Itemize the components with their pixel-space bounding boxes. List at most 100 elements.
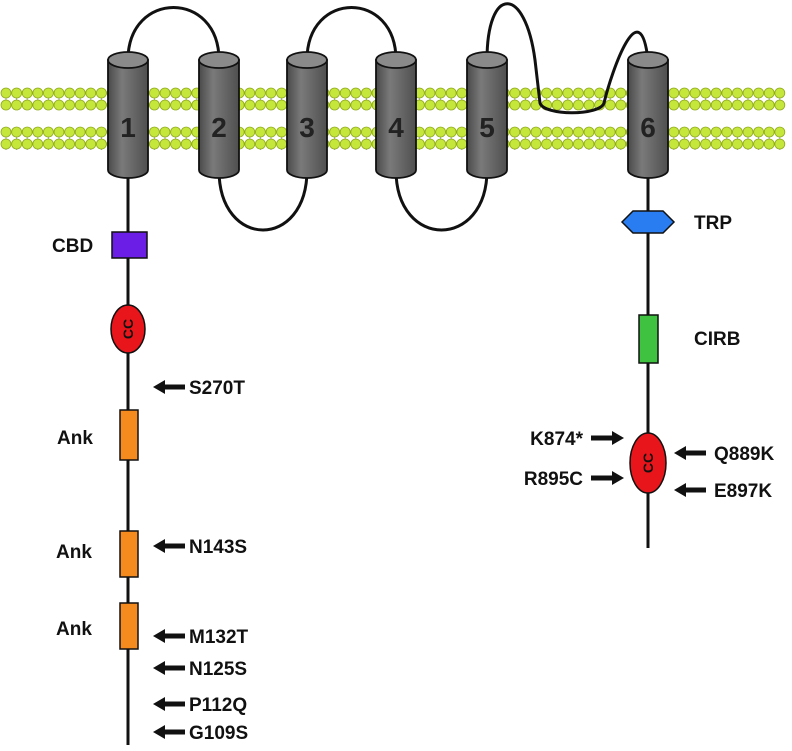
helix-cap xyxy=(627,51,669,69)
lipid-head xyxy=(700,126,711,138)
lipid-head xyxy=(551,138,563,150)
lipid-head xyxy=(148,99,160,111)
lipid-head xyxy=(53,99,65,111)
lipid-head xyxy=(710,138,722,150)
helix-cap xyxy=(198,51,240,69)
lipid-head xyxy=(424,138,436,150)
lipid-head xyxy=(276,126,288,138)
lipid-head xyxy=(21,138,33,150)
helix-body xyxy=(466,59,508,179)
lipid-head xyxy=(689,87,701,99)
lipid-head xyxy=(541,138,552,150)
helix-number-label: 3 xyxy=(299,112,315,143)
ank-3-label: Ank xyxy=(56,619,92,640)
lipid-head xyxy=(721,126,733,138)
mutation-label: S270T xyxy=(189,378,245,399)
lipid-head xyxy=(763,87,775,99)
lipid-head xyxy=(0,87,12,99)
lipid-head xyxy=(763,99,775,111)
lipid-head xyxy=(85,126,97,138)
lipid-head xyxy=(753,87,764,99)
lipid-head xyxy=(530,126,542,138)
mutation-label: Q889K xyxy=(714,444,774,465)
mutation-label: N125S xyxy=(189,659,247,680)
lipid-head xyxy=(244,126,256,138)
mutation-label: K874* xyxy=(530,429,583,450)
mutation-arrow-head xyxy=(153,539,165,553)
lipid-head xyxy=(456,126,468,138)
lipid-head xyxy=(170,87,182,99)
lipid-head xyxy=(21,87,33,99)
lipid-head xyxy=(520,126,531,138)
cc-c-label: CC xyxy=(640,453,656,473)
lipid-head xyxy=(339,99,351,111)
lipid-head xyxy=(159,126,171,138)
lipid-head xyxy=(604,138,616,150)
lipid-head xyxy=(424,87,436,99)
lipid-head xyxy=(170,99,182,111)
lipid-head xyxy=(148,87,160,99)
lipid-head xyxy=(774,138,786,150)
lipid-head xyxy=(689,99,701,111)
helix-3: 3 xyxy=(286,51,328,179)
lipid-head xyxy=(551,126,563,138)
mutation-arrow-head xyxy=(153,629,165,643)
helix-number-label: 2 xyxy=(211,112,227,143)
helix-5: 5 xyxy=(466,51,508,179)
lipid-head xyxy=(11,87,23,99)
lipid-head xyxy=(700,87,711,99)
mutation-label: G109S xyxy=(189,723,248,744)
lipid-head xyxy=(520,99,531,111)
lipid-head xyxy=(43,87,54,99)
mutation-label: N143S xyxy=(189,537,247,558)
lipid-head xyxy=(32,99,44,111)
helix-number-label: 1 xyxy=(120,112,136,143)
lipid-head xyxy=(679,87,690,99)
lipid-head xyxy=(710,87,722,99)
lipid-head xyxy=(583,99,595,111)
helix-2: 2 xyxy=(198,51,240,179)
cc-domain-n-terminal xyxy=(110,304,146,354)
lipid-head xyxy=(74,126,86,138)
mutation-arrow-head xyxy=(153,697,165,711)
lipid-head xyxy=(96,87,107,99)
lipid-head xyxy=(180,138,192,150)
lipid-head xyxy=(435,126,447,138)
cbd-domain-box xyxy=(111,231,148,259)
lipid-head xyxy=(265,99,277,111)
lipid-head xyxy=(742,99,754,111)
lipid-head xyxy=(32,126,44,138)
helix-6: 6 xyxy=(627,51,669,179)
lipid-head xyxy=(774,126,786,138)
lipid-head xyxy=(360,99,372,111)
mutation-arrow-head xyxy=(674,446,686,460)
lipid-head xyxy=(424,126,436,138)
lipid-head xyxy=(445,99,457,111)
lipid-head xyxy=(710,99,722,111)
lipid-head xyxy=(573,138,584,150)
lipid-head xyxy=(562,87,574,99)
lipid-head xyxy=(148,138,160,150)
lipid-head xyxy=(360,126,372,138)
mutation-arrow-head xyxy=(612,471,624,485)
helix-body xyxy=(375,59,417,179)
lipid-head xyxy=(244,99,256,111)
mutation-arrow-head xyxy=(153,380,165,394)
lipid-head xyxy=(180,126,192,138)
lipid-head xyxy=(43,126,54,138)
lipid-head xyxy=(53,87,65,99)
lipid-head xyxy=(21,126,33,138)
lipid-head xyxy=(445,138,457,150)
lipid-head xyxy=(509,126,521,138)
helix-cap xyxy=(286,51,328,69)
lipid-head xyxy=(64,126,75,138)
lipid-head xyxy=(509,87,521,99)
lipid-head xyxy=(180,99,192,111)
lipid-head xyxy=(170,126,182,138)
lipid-head xyxy=(520,138,531,150)
lipid-head xyxy=(74,138,86,150)
lipid-head xyxy=(551,99,563,111)
lipid-head xyxy=(11,138,23,150)
lipid-head xyxy=(0,99,12,111)
lipid-head xyxy=(668,99,680,111)
